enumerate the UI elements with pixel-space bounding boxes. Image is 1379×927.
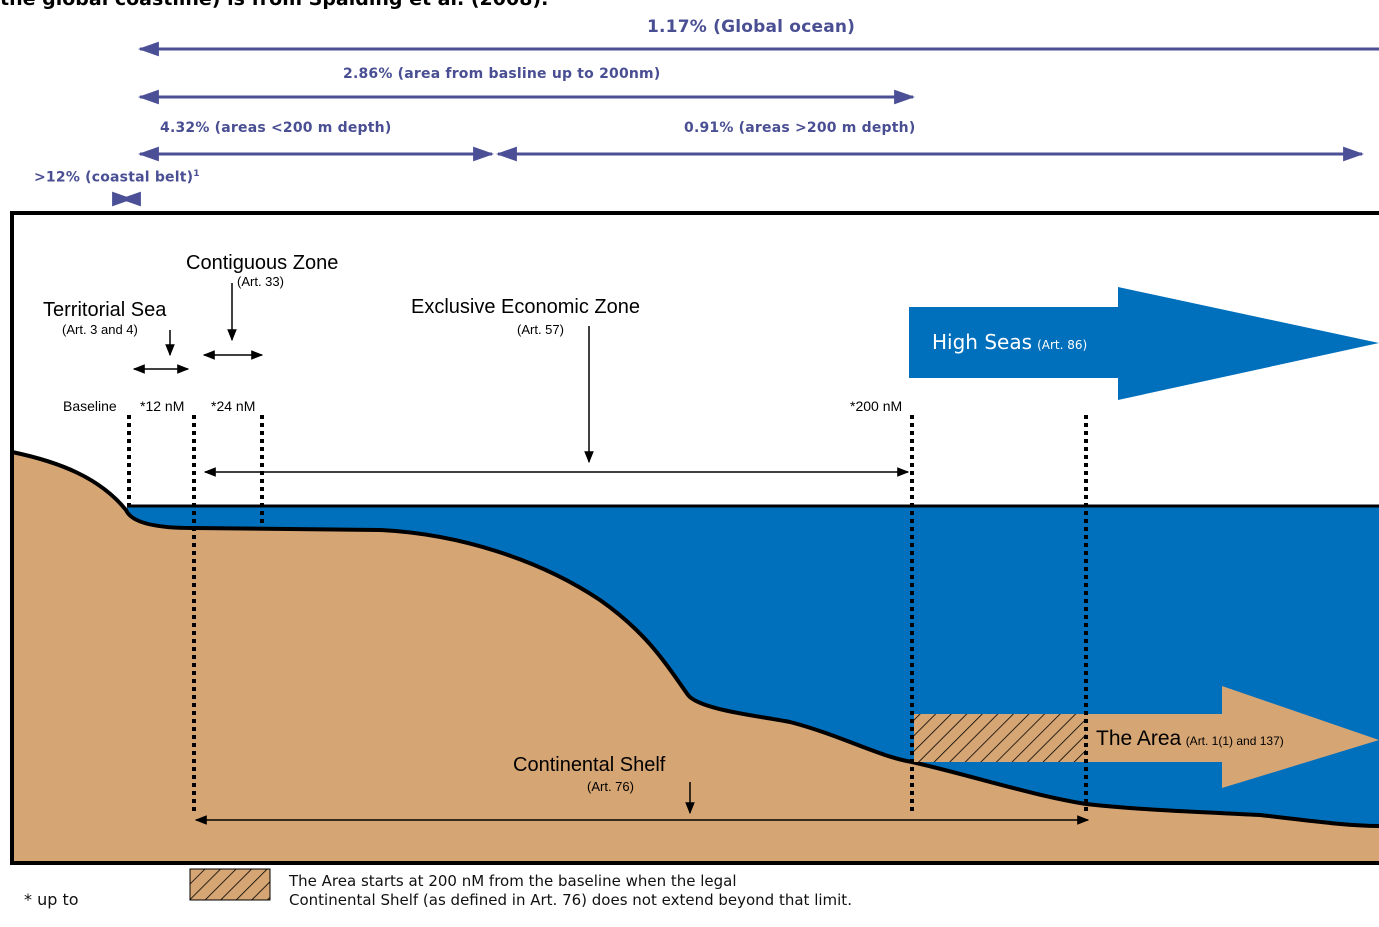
coastal-belt-footnote: 1 bbox=[193, 169, 200, 179]
eez-article: (Art. 57) bbox=[517, 322, 564, 337]
continental-shelf-article: (Art. 76) bbox=[587, 779, 634, 794]
continental-shelf-title: Continental Shelf bbox=[513, 754, 666, 776]
deep-area-stat: 0.91% (areas >200 m depth) bbox=[684, 120, 916, 136]
baseline-200nm-stat: 2.86% (area from basline up to 200nm) bbox=[343, 66, 661, 82]
the-area-label: The Area (Art. 1(1) and 137) bbox=[1096, 727, 1284, 751]
legend-hatch-swatch bbox=[189, 868, 271, 901]
legend-line-1: The Area starts at 200 nM from the basel… bbox=[289, 872, 737, 890]
contiguous-zone-title: Contiguous Zone bbox=[186, 252, 339, 274]
figure-caption: the global coastline) is from Spalding e… bbox=[0, 0, 548, 10]
contiguous-zone-article: (Art. 33) bbox=[237, 274, 284, 289]
200nm-label: *200 nM bbox=[850, 398, 903, 414]
territorial-sea-title: Territorial Sea bbox=[43, 299, 167, 321]
seabed-land bbox=[12, 452, 1379, 863]
territorial-sea-article: (Art. 3 and 4) bbox=[62, 322, 138, 337]
legend-line-2: Continental Shelf (as defined in Art. 76… bbox=[289, 891, 852, 909]
area-hatch bbox=[914, 714, 1086, 762]
24nm-label: *24 nM bbox=[211, 398, 256, 414]
high-seas-article: (Art. 86) bbox=[1037, 338, 1088, 352]
seabed-profile-line bbox=[11, 450, 1379, 828]
the-area-arrow bbox=[1086, 686, 1379, 788]
coastal-belt-stat: >12% (coastal belt)1 bbox=[34, 169, 200, 186]
12nm-label: *12 nM bbox=[140, 398, 185, 414]
the-area-article: (Art. 1(1) and 137) bbox=[1185, 734, 1284, 748]
frame-border bbox=[10, 211, 1379, 865]
high-seas-arrow bbox=[909, 287, 1379, 400]
eez-title: Exclusive Economic Zone bbox=[411, 296, 640, 318]
coastal-belt-label: >12% (coastal belt) bbox=[34, 169, 194, 186]
global-ocean-stat: 1.17% (Global ocean) bbox=[647, 17, 856, 37]
high-seas-title: High Seas bbox=[932, 330, 1032, 354]
up-to-note: * up to bbox=[24, 890, 79, 909]
stat-lines bbox=[112, 41, 1379, 207]
the-area-title: The Area bbox=[1096, 727, 1182, 750]
high-seas-label: High Seas (Art. 86) bbox=[932, 330, 1087, 354]
shallow-area-stat: 4.32% (areas <200 m depth) bbox=[160, 120, 392, 136]
baseline-label: Baseline bbox=[63, 398, 117, 414]
